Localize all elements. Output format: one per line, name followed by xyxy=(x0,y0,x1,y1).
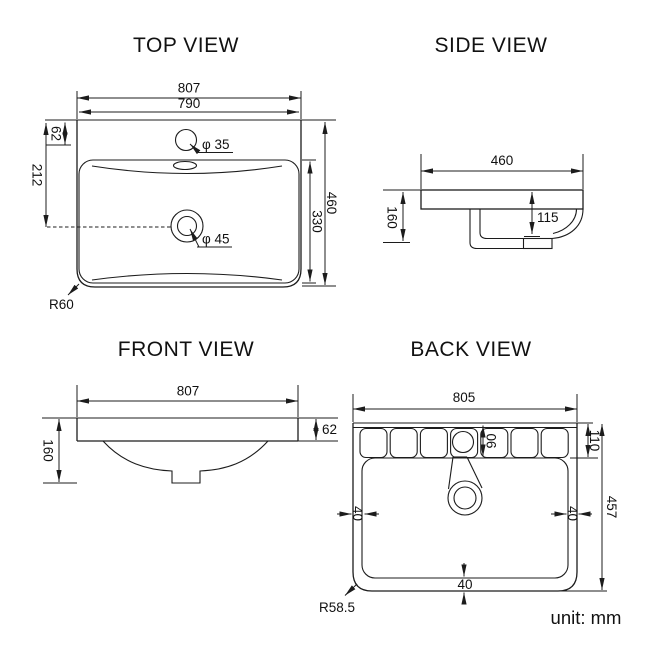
pipe-right-edge xyxy=(466,456,483,489)
leader-corner-radius xyxy=(67,283,80,296)
dim-label-faucet-dia: φ 35 xyxy=(202,137,230,152)
side-view: SIDE VIEW 460 160 115 xyxy=(383,34,584,250)
faucet-hole xyxy=(451,430,475,454)
dim-label-62: 62 xyxy=(322,422,337,437)
drain-pipe-inner xyxy=(453,486,477,510)
dim-label-40-bottom: 40 xyxy=(457,577,472,592)
dim-label-40-right: 40 xyxy=(565,506,580,521)
top-view-dimensions: 807 790 62 212 460 330 φ 35 φ 45 R60 xyxy=(30,81,340,313)
back-view-outline xyxy=(352,422,607,592)
dim-label-r58-5: R58.5 xyxy=(319,600,355,615)
outer-outline-path xyxy=(352,423,578,592)
side-view-title: SIDE VIEW xyxy=(434,34,547,57)
scallop-rib xyxy=(540,427,569,459)
basin-bottom-slope-curve xyxy=(91,272,283,281)
drain-hole-inner xyxy=(176,215,198,237)
faucet-hole xyxy=(174,128,198,152)
scallop-rib xyxy=(389,427,418,459)
drain-flange-box xyxy=(522,237,553,250)
top-view: TOP VIEW 807 790 62 212 xyxy=(30,34,340,312)
dim-label-115: 115 xyxy=(537,210,559,225)
dim-label-62: 62 xyxy=(49,126,64,141)
dim-label-160: 160 xyxy=(385,206,400,229)
dim-label-807: 807 xyxy=(178,81,201,96)
drain-pipe-outer xyxy=(447,480,483,516)
dim-label-110: 110 xyxy=(587,430,602,452)
drain-hole-outer xyxy=(170,209,204,243)
front-view-title: FRONT VIEW xyxy=(118,338,254,361)
dim-label-160: 160 xyxy=(41,439,56,462)
unit-label: unit: mm xyxy=(551,607,622,628)
back-view: BACK VIEW xyxy=(319,338,619,615)
dim-label-40-left: 40 xyxy=(350,506,365,521)
slab-profile xyxy=(420,189,584,210)
bowl-underside-curve xyxy=(102,440,269,484)
front-view-outline xyxy=(42,417,338,484)
drain-pipe xyxy=(447,456,483,516)
leader-faucet-dia xyxy=(189,143,201,155)
dim-label-90: 90 xyxy=(484,433,499,448)
dim-label-330: 330 xyxy=(310,210,325,233)
bowl-front-curve-inner xyxy=(552,208,578,235)
top-view-outline xyxy=(45,119,336,288)
inner-panel-outline xyxy=(361,457,569,579)
bowl-back-wall-inner xyxy=(479,209,524,240)
scallop-rib xyxy=(419,427,448,459)
dim-label-460: 460 xyxy=(324,192,339,215)
back-view-dimensions: 805 90 40 40 110 457 40 R58.5 xyxy=(319,390,619,615)
pipe-left-edge xyxy=(447,456,454,490)
front-view-dimensions: 807 62 160 xyxy=(41,384,337,484)
overflow-hole xyxy=(172,160,198,171)
front-view: FRONT VIEW 807 62 160 xyxy=(41,338,338,484)
back-view-title: BACK VIEW xyxy=(410,338,531,361)
top-view-title: TOP VIEW xyxy=(133,34,239,57)
leader-corner-radius xyxy=(344,583,358,596)
outer-outline-path xyxy=(76,120,302,288)
dim-label-457: 457 xyxy=(604,496,619,519)
dim-label-790: 790 xyxy=(178,96,201,111)
dim-label-805: 805 xyxy=(453,390,476,405)
scallop-ribs xyxy=(359,427,569,459)
bowl-front-curve-outer xyxy=(551,208,584,240)
dim-label-212: 212 xyxy=(30,164,45,187)
dim-label-drain-dia: φ 45 xyxy=(202,232,230,247)
leader-drain-dia xyxy=(189,228,200,248)
scallop-rib xyxy=(359,427,388,459)
dim-label-r60: R60 xyxy=(49,297,74,312)
side-view-outline xyxy=(383,189,584,250)
scallop-rib xyxy=(510,427,539,459)
dim-label-460: 460 xyxy=(491,153,514,168)
basin-top-slope-curve xyxy=(91,165,283,175)
basin-rim-outline xyxy=(78,159,300,284)
side-view-dimensions: 460 160 115 xyxy=(383,153,584,243)
dim-label-807: 807 xyxy=(177,384,200,399)
bowl-back-wall-outer xyxy=(469,209,524,250)
